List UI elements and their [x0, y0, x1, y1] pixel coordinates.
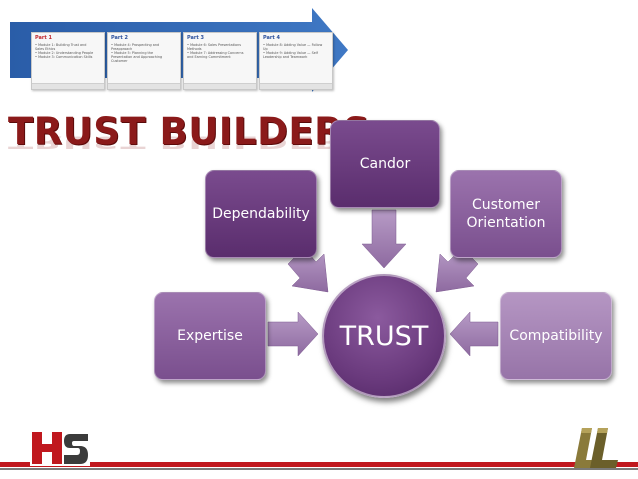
label-line-2: Orientation — [466, 215, 546, 231]
node-customer-orientation-label: Customer Orientation — [466, 196, 545, 232]
node-trust-center: TRUST — [322, 274, 446, 398]
node-expertise: Expertise — [154, 292, 266, 380]
node-compatibility: Compatibility — [500, 292, 612, 380]
arrow-customer-orientation — [435, 247, 479, 293]
card-part-title: Part 2 — [111, 35, 128, 41]
card-line: • Module 5: Planning the — [111, 51, 154, 55]
node-dependability-label: Dependability — [212, 206, 310, 222]
card-footer — [108, 83, 180, 89]
node-compatibility-label: Compatibility — [509, 328, 603, 344]
node-dependability: Dependability — [205, 170, 317, 258]
card-line: • Module 9: Adding Value — Self — [263, 51, 318, 55]
card-footer — [260, 83, 332, 89]
arrow-expertise — [267, 311, 319, 357]
card-line: • Module 3: Communication Skills — [35, 55, 93, 59]
arrow-candor — [361, 209, 407, 269]
card-line: Customer — [111, 59, 128, 63]
card-footer — [32, 83, 104, 89]
card-line: • Module 1: Building Trust and — [35, 43, 87, 47]
node-customer-orientation: Customer Orientation — [450, 170, 562, 258]
node-expertise-label: Expertise — [177, 328, 243, 344]
hs-logo — [30, 430, 90, 466]
footer-rule-grey — [0, 468, 638, 470]
module-card-part-4: Part 4 • Module 8: Adding Value — Follow… — [259, 32, 333, 90]
card-footer — [184, 83, 256, 89]
card-line: • Module 6: Sales Presentations — [187, 43, 242, 47]
card-line: Preapproach — [111, 47, 133, 51]
card-line: Presentation and Approaching — [111, 55, 163, 59]
card-line: Leadership and Teamwork — [263, 55, 308, 59]
page-title: TRUST BUILDERS — [8, 110, 371, 153]
node-candor-label: Candor — [359, 156, 411, 172]
node-candor: Candor — [330, 120, 440, 208]
card-line: • Module 8: Adding Value — Follow — [263, 43, 323, 47]
card-line: Up — [263, 47, 268, 51]
card-part-title: Part 4 — [263, 35, 280, 41]
module-card-part-3: Part 3 • Module 6: Sales Presentations M… — [183, 32, 257, 90]
node-trust-label: TRUST — [339, 320, 429, 352]
ll-logo — [574, 428, 618, 468]
card-line: • Module 2: Understanding People — [35, 51, 94, 55]
module-card-part-2: Part 2 • Module 4: Prospecting and Preap… — [107, 32, 181, 90]
arrow-compatibility — [449, 311, 499, 357]
module-overview-banner: Part 1 • Module 1: Building Trust and Sa… — [0, 0, 360, 100]
card-line: and Earning Commitment — [187, 55, 231, 59]
card-line: • Module 7: Addressing Concerns — [187, 51, 244, 55]
label-line-1: Customer — [471, 197, 540, 213]
module-card-part-1: Part 1 • Module 1: Building Trust and Sa… — [31, 32, 105, 90]
card-line: Sales Ethics — [35, 47, 56, 51]
card-part-title: Part 3 — [187, 35, 204, 41]
footer-rule — [0, 462, 638, 467]
card-line: • Module 4: Prospecting and — [111, 43, 160, 47]
card-line: Methods — [187, 47, 202, 51]
card-part-title: Part 1 — [35, 35, 52, 41]
